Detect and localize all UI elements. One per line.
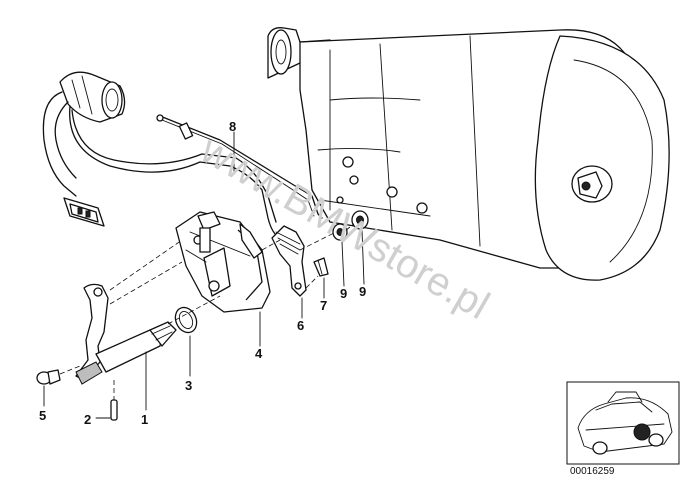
- wiring-harness: [42, 71, 281, 239]
- callout-8: 8: [229, 119, 236, 134]
- transmission-housing: [267, 27, 670, 281]
- part-3-seal-ring: [174, 306, 198, 334]
- callout-9-right: 9: [359, 284, 366, 299]
- vehicle-location-inset: [566, 381, 680, 465]
- part-5-bolt: [36, 369, 61, 385]
- reference-number: 00016259: [570, 466, 615, 477]
- callout-7: 7: [320, 298, 327, 313]
- part-7-clip: [313, 257, 329, 277]
- part-2-pin: [110, 399, 118, 421]
- callout-9-left: 9: [340, 286, 347, 301]
- callout-2: 2: [84, 412, 91, 427]
- part-1-selector-shaft: [75, 283, 177, 385]
- callout-4: 4: [255, 346, 263, 361]
- part-9-nut-right: [351, 210, 369, 230]
- leader-lines: [43, 131, 365, 419]
- callouts: 1 2 3 4 5 6 7 8 9 9: [39, 119, 366, 427]
- assembly-axes: [59, 223, 355, 400]
- part-8-selector-rod: [156, 114, 323, 219]
- callout-6: 6: [297, 318, 304, 333]
- part-6-detent-lever: [261, 225, 307, 297]
- callout-3: 3: [185, 378, 192, 393]
- part-4-position-switch: [175, 211, 271, 313]
- callout-5: 5: [39, 408, 46, 423]
- callout-1: 1: [141, 412, 148, 427]
- part-9-nut-left: [332, 223, 348, 241]
